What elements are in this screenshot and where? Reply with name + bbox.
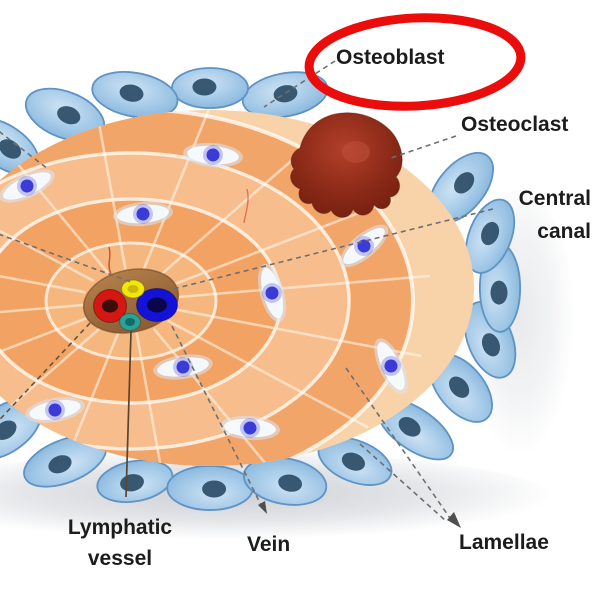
artery-vessel: [93, 289, 127, 323]
label-vein: Vein: [247, 533, 291, 556]
label-lamellae: Lamellae: [459, 531, 549, 554]
osteocyte: [374, 338, 408, 394]
label-osteoblast: Osteoblast: [336, 46, 445, 69]
lamella-separator-line: [49, 331, 120, 466]
label-osteoclast: Osteoclast: [461, 113, 569, 136]
osteocyte: [258, 263, 286, 323]
osteocytes: [0, 142, 408, 441]
osteoblast-cell: [166, 465, 254, 511]
lymphatic-vessel-circle: [119, 313, 141, 331]
osteocyte: [25, 397, 85, 423]
lamellae-leader-line-1: [345, 367, 453, 522]
central-canal: [82, 268, 180, 334]
osteoblast-cell: [465, 198, 516, 274]
nerve-leader-line: [0, 233, 132, 283]
vein-vessel: [136, 288, 178, 322]
capillary-line: [243, 188, 249, 224]
osteoblast-cell-ring: [0, 67, 522, 511]
lamella-separator-line: [0, 315, 91, 404]
lamella-separator-line: [0, 303, 85, 328]
lamellae-arrowhead: [447, 512, 461, 528]
lamella-separator-line: [159, 138, 318, 277]
osteocyte: [0, 169, 55, 203]
osteocyte: [153, 354, 213, 380]
lamella-separator-line: [0, 325, 103, 464]
lamella-separator-line: [142, 110, 213, 271]
lamella-separator-line: [167, 319, 369, 429]
osteocyte: [220, 415, 280, 441]
label-central-canal: Central canal: [518, 187, 591, 243]
osteocyte: [339, 224, 389, 268]
osteoblast-cell: [24, 87, 106, 142]
highlight-ellipse: [304, 13, 526, 111]
lamellae-radial-lines: [0, 110, 431, 466]
osteoblast-cell: [171, 67, 249, 109]
label-lymphatic-vessel: Lymphatic vessel: [67, 516, 173, 570]
osteocyte-leader-line: [0, 131, 49, 170]
osteoclast-cell: [290, 112, 403, 218]
artery-leader-line: [0, 322, 91, 421]
vein-arrowhead: [258, 501, 267, 514]
lamella-separator-line: [0, 244, 86, 294]
lamella-separator-line: [135, 332, 169, 466]
osteoblast-cell: [23, 434, 107, 488]
osteoblast-cell: [91, 71, 179, 119]
osteocyte: [183, 142, 243, 168]
lamella-separator-line: [177, 274, 431, 299]
lamella-separator-line: [153, 328, 281, 466]
osteoblast-cell: [243, 456, 328, 506]
osteoclast-leader-line: [390, 135, 457, 159]
osteoblast-cell: [96, 459, 174, 503]
nerve-vessel: [121, 279, 145, 299]
lamellae-leader-line-2: [359, 443, 447, 522]
leader-lines: [0, 60, 494, 522]
vein-leader-line: [171, 325, 265, 512]
osteocyte: [113, 201, 173, 227]
central-canal-leader-line: [168, 208, 494, 291]
lamella-separator-line: [171, 198, 394, 287]
lamella-separator-line: [0, 173, 95, 283]
lymphatic-leader-line: [125, 330, 132, 498]
